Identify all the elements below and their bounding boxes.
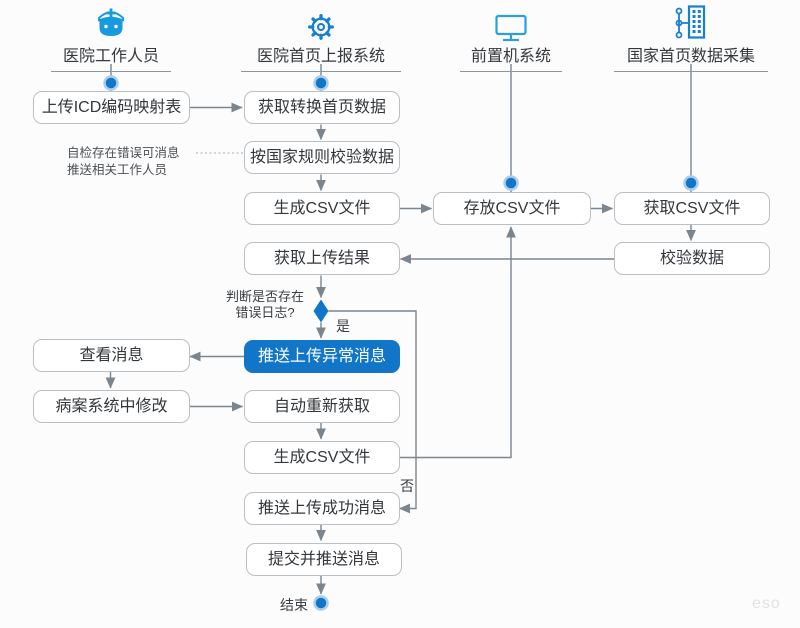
node-fetch-convert-data[interactable]: 获取转换首页数据: [244, 91, 400, 124]
lane-title-hospital-report-system: 医院首页上报系统: [241, 42, 401, 72]
gear-icon: [306, 12, 336, 47]
node-generate-csv-1[interactable]: 生成CSV文件: [244, 192, 400, 225]
data-collection-icon: [674, 4, 708, 47]
end-label: 结束: [280, 597, 308, 613]
no-branch-label: 否: [400, 478, 414, 494]
node-fetch-upload-result[interactable]: 获取上传结果: [244, 242, 400, 275]
end-node: [313, 595, 329, 611]
node-store-csv[interactable]: 存放CSV文件: [433, 192, 591, 225]
watermark: eso: [752, 595, 781, 612]
node-modify-in-record-system[interactable]: 病案系统中修改: [33, 390, 190, 423]
lane1-start-node: [103, 75, 119, 91]
arrow-gencsv2-to-storecsv: [398, 226, 516, 459]
decision-question-line1: 判断是否存在: [225, 289, 304, 304]
lane4-start-node: [683, 175, 699, 191]
yes-branch-label: 是: [336, 318, 350, 334]
node-generate-csv-2[interactable]: 生成CSV文件: [244, 441, 400, 474]
self-check-annotation: 自检存在错误可消息 推送相关工作人员: [67, 145, 180, 179]
decision-question-label: 判断是否存在 错误日志?: [222, 289, 308, 321]
monitor-icon: [495, 14, 527, 47]
node-push-error-message[interactable]: 推送上传异常消息: [244, 340, 400, 373]
node-validate-data[interactable]: 校验数据: [614, 242, 770, 275]
node-validate-national-rules[interactable]: 按国家规则校验数据: [244, 141, 400, 174]
node-upload-icd-mapping[interactable]: 上传ICD编码映射表: [33, 91, 190, 124]
node-view-message[interactable]: 查看消息: [33, 339, 190, 372]
self-check-annotation-line1: 自检存在错误可消息: [67, 146, 180, 160]
lane2-start-node: [313, 75, 329, 91]
decision-diamond[interactable]: [313, 299, 329, 323]
self-check-annotation-line2: 推送相关工作人员: [67, 163, 168, 177]
decision-question-line2: 错误日志?: [235, 305, 295, 320]
node-push-success-message[interactable]: 推送上传成功消息: [244, 492, 400, 525]
node-fetch-csv[interactable]: 获取CSV文件: [614, 192, 770, 225]
lane-title-frontend-machine: 前置机系统: [460, 42, 562, 72]
node-submit-and-push[interactable]: 提交并推送消息: [246, 543, 402, 576]
lane-title-hospital-staff: 医院工作人员: [51, 42, 171, 72]
arrow-decision-no-to-pushsuccess: [328, 310, 417, 514]
nurse-icon: [93, 4, 129, 47]
node-auto-refetch[interactable]: 自动重新获取: [244, 390, 400, 423]
lane-title-national-data-collection: 国家首页数据采集: [614, 42, 768, 72]
lane3-start-node: [503, 175, 519, 191]
